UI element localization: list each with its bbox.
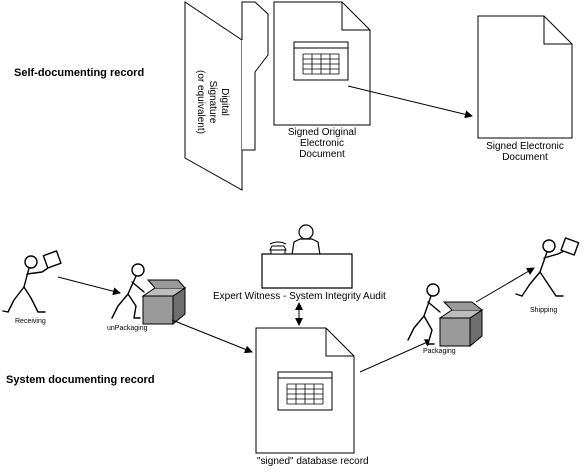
digital-signature-line2: Signature — [207, 80, 218, 124]
digital-signature-line3: (or equivalent) — [195, 70, 206, 134]
copy-arrow — [347, 85, 473, 119]
receive-arrow — [57, 276, 121, 296]
database-record-label: "signed" database record — [257, 456, 369, 467]
signed-original-line2: Electronic — [300, 138, 344, 149]
signed-original-label: Signed Original Electronic Document — [272, 127, 372, 160]
unpackaging-label: unPackaging — [107, 325, 148, 332]
ingest-arrow — [171, 319, 253, 354]
heading-system-documenting: System documenting record — [6, 374, 155, 386]
export-arrow — [359, 339, 433, 373]
receiving-label: Receiving — [15, 318, 46, 325]
expert-witness-label: Expert Witness - System Integrity Audit — [213, 291, 386, 302]
person-carrying-icon-packaging — [407, 283, 441, 345]
spreadsheet-icon-database — [277, 371, 333, 411]
person-carrying-icon-receiving — [2, 250, 62, 313]
ship-arrow — [475, 267, 535, 303]
digital-signature-line1: Digital — [219, 88, 230, 116]
telephone-icon — [269, 241, 287, 255]
signed-electronic-document-icon — [477, 15, 573, 139]
packaging-label: Packaging — [423, 348, 456, 355]
person-carrying-icon-shipping — [515, 237, 580, 297]
signed-electronic-line2: Document — [502, 152, 548, 163]
person-carrying-icon-unpackaging — [111, 263, 145, 319]
spreadsheet-icon — [293, 41, 349, 81]
digital-signature-label: Digital Signature (or equivalent) — [194, 52, 230, 152]
signed-electronic-line1: Signed Electronic — [486, 141, 564, 152]
box-icon-unpackaging — [141, 279, 187, 326]
box-icon-packaging — [438, 301, 484, 348]
signature-folder-icon — [184, 1, 269, 191]
signed-original-line3: Document — [299, 149, 345, 160]
signed-original-line1: Signed Original — [287, 127, 357, 138]
person-at-desk-icon — [261, 224, 353, 289]
signed-electronic-label: Signed Electronic Document — [472, 141, 578, 163]
heading-self-documenting: Self-documenting record — [14, 67, 145, 79]
shipping-label: Shipping — [530, 307, 558, 314]
